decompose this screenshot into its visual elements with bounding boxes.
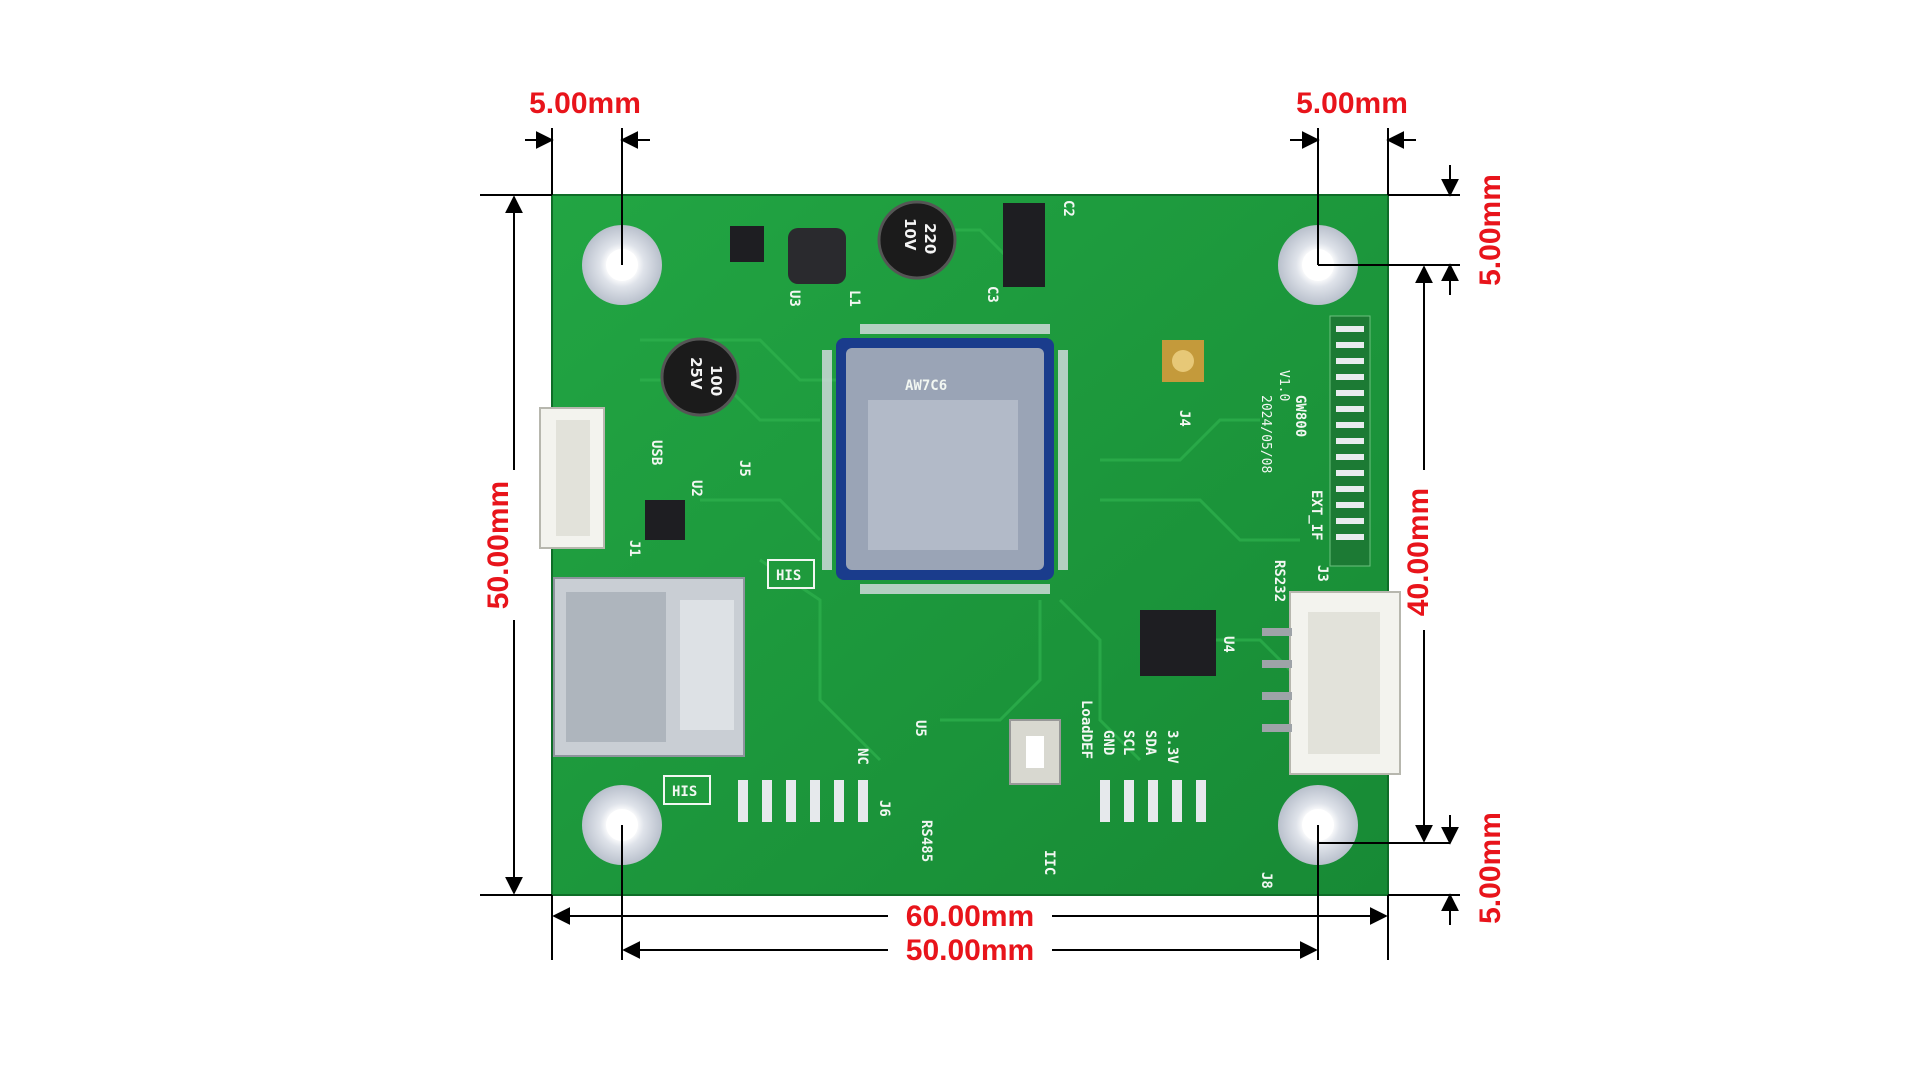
silk-u2: U2 (688, 480, 704, 497)
dim-right-bottom: 5.00mm (1474, 812, 1507, 924)
rs485-header (738, 780, 868, 822)
silk-j6: J6 (876, 800, 892, 817)
silk-ext-if: EXT_IF (1308, 490, 1324, 541)
silk-u4: U4 (1220, 636, 1236, 653)
dim-right-hole-spacing: 40.00mm (1402, 488, 1435, 616)
silk-l1: L1 (846, 290, 862, 307)
his-badge-1: HIS (767, 559, 815, 589)
silk-gnd: GND (1100, 730, 1116, 755)
capacitor-220uf: 220 10V (877, 200, 957, 280)
dim-top-right: 5.00mm (1296, 87, 1408, 120)
silk-c2: C2 (1060, 200, 1076, 217)
silk-j3: J3 (1314, 565, 1330, 582)
silk-u5: U5 (912, 720, 928, 737)
dimension-lines (480, 128, 1460, 960)
silk-j4: J4 (1176, 410, 1192, 427)
silk-j1: J1 (626, 540, 642, 557)
pcb-board: AW7C6 (539, 194, 1401, 896)
silk-version: V1.0 (1276, 370, 1291, 401)
silk-scl: SCL (1120, 730, 1136, 755)
cap-small-value: 100 (707, 365, 725, 396)
dim-top-left: 5.00mm (529, 87, 641, 120)
capacitor-100uf: 100 25V (660, 337, 740, 417)
cap-large-value: 220 (921, 223, 939, 254)
svg-text:HIS: HIS (672, 784, 697, 800)
silk-c3: C3 (984, 286, 1000, 303)
main-module: AW7C6 (822, 324, 1068, 594)
sim-card-holder (553, 577, 745, 757)
svg-text:HIS: HIS (776, 568, 801, 584)
push-button (1009, 719, 1061, 785)
module-label: AW7C6 (905, 378, 947, 394)
dim-bottom-total: 60.00mm (906, 900, 1034, 933)
silk-loaddef: LoadDEF (1078, 700, 1094, 759)
silk-date: 2024/05/08 (1258, 395, 1273, 473)
cap-large-voltage: 10V (901, 218, 919, 251)
diode-d4 (1003, 203, 1045, 287)
usb-connector-j1 (539, 407, 605, 549)
ic-u2 (645, 500, 685, 540)
silk-model: GW800 (1292, 395, 1308, 437)
ext-if-connector-j3 (1329, 315, 1371, 567)
silk-j8: J8 (1258, 872, 1274, 889)
dim-bottom-hole-spacing: 50.00mm (906, 934, 1034, 967)
dimension-labels: 5.00mm 5.00mm 5.00mm 5.00mm 50.00mm 40.0… (482, 87, 1507, 967)
inductor-l1 (788, 228, 846, 284)
silk-usb: USB (648, 440, 664, 465)
silk-3v3: 3.3V (1164, 730, 1180, 764)
silk-nc: NC (854, 748, 870, 765)
iic-header (1100, 780, 1206, 822)
silk-j5: J5 (736, 460, 752, 477)
antenna-connector-j4 (1162, 340, 1204, 382)
silk-iic: IIC (1041, 850, 1057, 875)
silk-rs232: RS232 (1271, 560, 1287, 602)
cap-small-voltage: 25V (687, 357, 705, 390)
silkscreen-labels: GW800 V1.0 2024/05/08 EXT_IF RS232 USB R… (626, 200, 1330, 889)
silk-u3: U3 (786, 290, 802, 307)
dim-right-top: 5.00mm (1474, 174, 1507, 286)
silk-rs485: RS485 (918, 820, 934, 862)
ic-u4 (1140, 610, 1216, 676)
dim-left-height: 50.00mm (482, 481, 515, 609)
his-badge-2: HIS (663, 775, 711, 805)
rs232-connector (1262, 591, 1401, 775)
ic-u3 (730, 226, 764, 262)
silk-sda: SDA (1142, 730, 1158, 756)
